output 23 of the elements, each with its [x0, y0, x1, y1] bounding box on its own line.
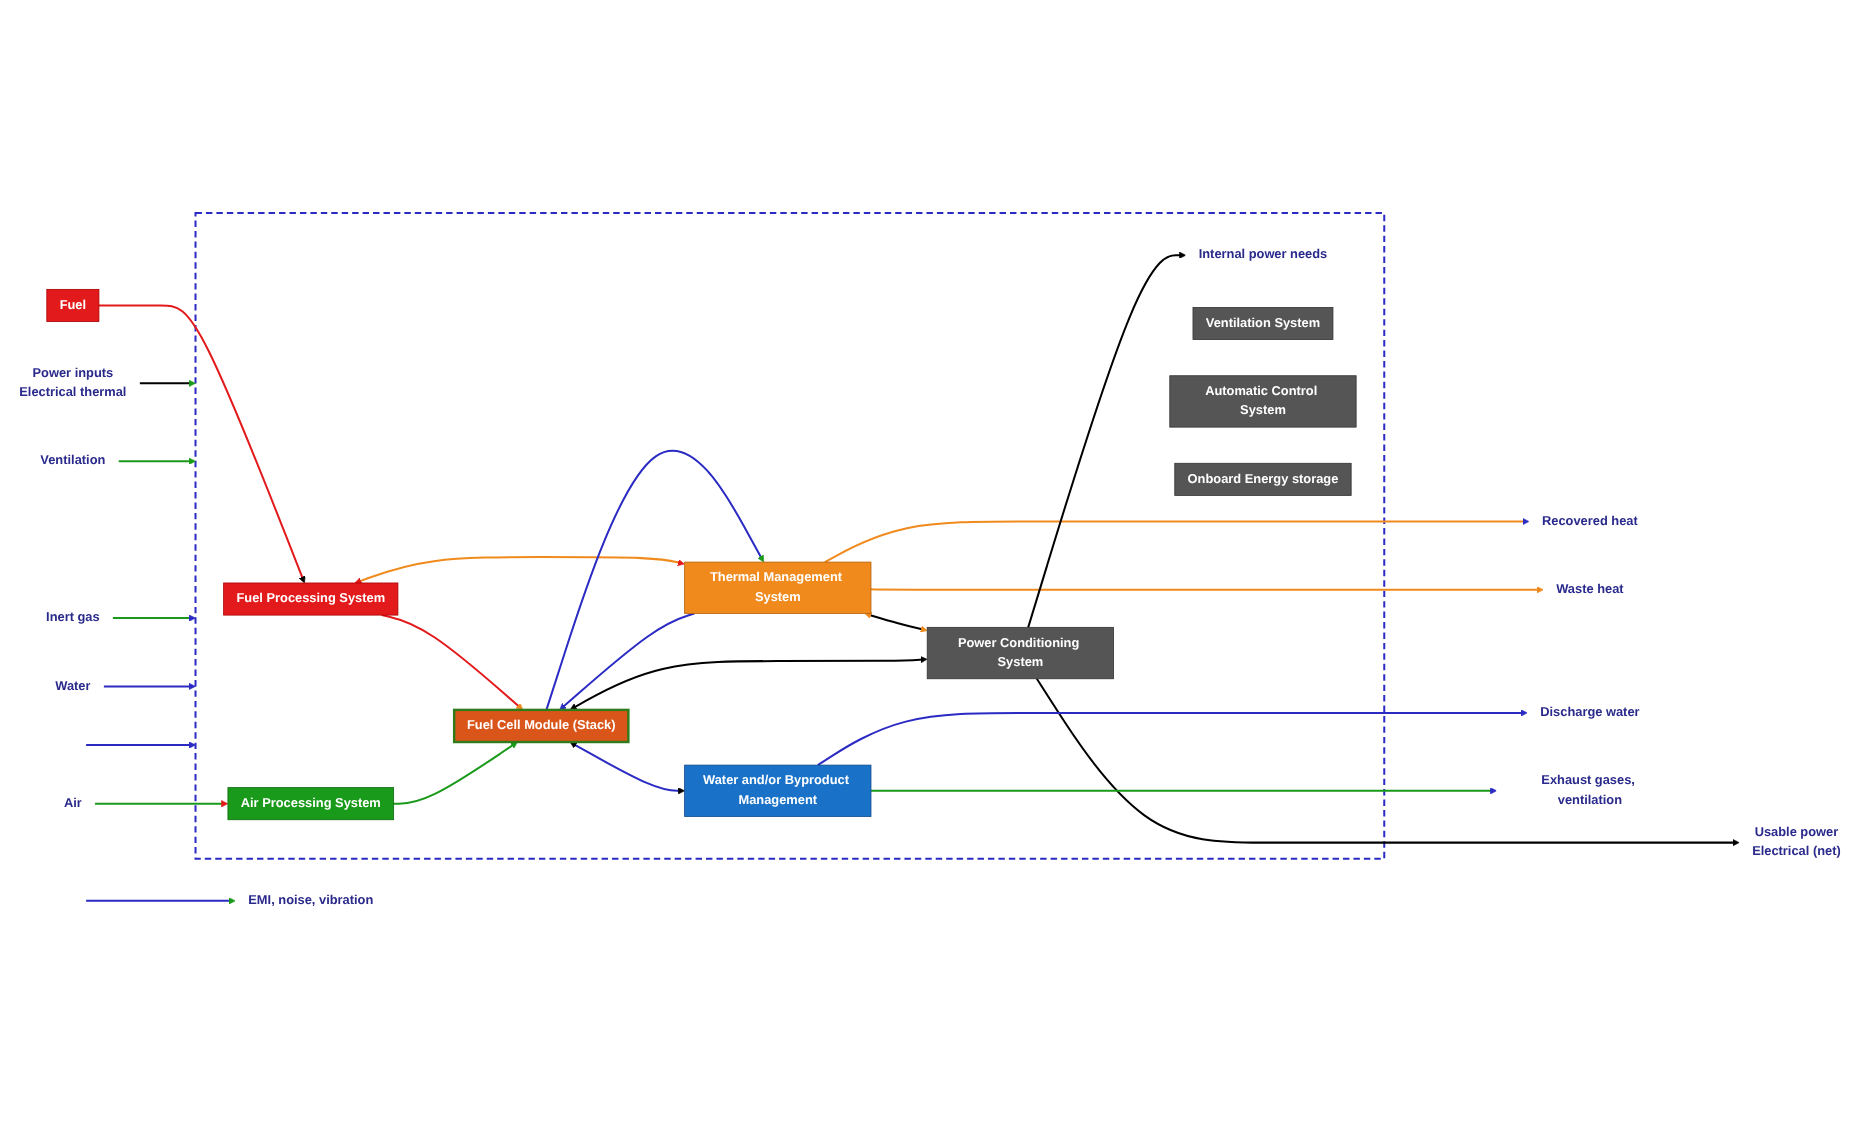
arrow [870, 586, 1544, 594]
arrow [870, 787, 1498, 795]
arrow [1027, 251, 1187, 628]
arrow [381, 614, 524, 711]
arrow [354, 556, 685, 585]
cluster [194, 212, 1386, 860]
arrow [85, 741, 196, 749]
arrow [569, 656, 928, 711]
arrow [1036, 678, 1740, 847]
arrow [545, 449, 764, 711]
arrow [824, 518, 1530, 563]
arrow [103, 682, 196, 690]
arrow [85, 897, 236, 905]
arrow [569, 741, 685, 795]
arrow [118, 457, 196, 465]
arrow [393, 741, 518, 805]
arrow [139, 379, 196, 387]
arrow [559, 612, 695, 711]
arrow [817, 709, 1528, 766]
arrow [112, 614, 196, 622]
arrow [94, 800, 229, 808]
arrow [98, 304, 306, 584]
arrow [864, 612, 928, 633]
